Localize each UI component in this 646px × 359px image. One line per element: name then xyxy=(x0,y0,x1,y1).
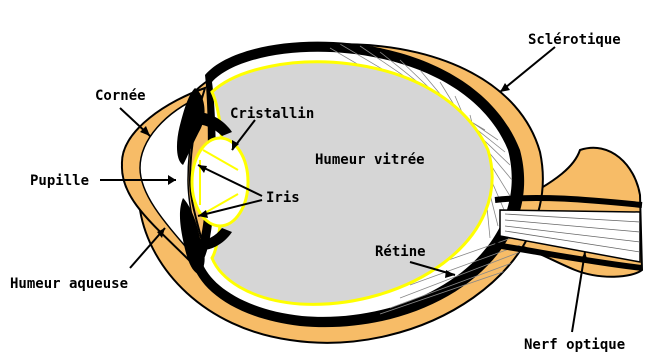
label-pupil: Pupille xyxy=(30,173,89,189)
label-vitreous: Humeur vitrée xyxy=(315,152,425,168)
pointer-sclera xyxy=(500,47,555,92)
label-optic-nerve: Nerf optique xyxy=(524,337,625,353)
label-aqueous: Humeur aqueuse xyxy=(10,276,128,292)
label-sclera: Sclérotique xyxy=(528,32,621,48)
label-cornea: Cornée xyxy=(95,88,146,104)
label-retina: Rétine xyxy=(375,244,426,260)
label-iris: Iris xyxy=(266,190,300,206)
label-lens: Cristallin xyxy=(230,106,314,122)
